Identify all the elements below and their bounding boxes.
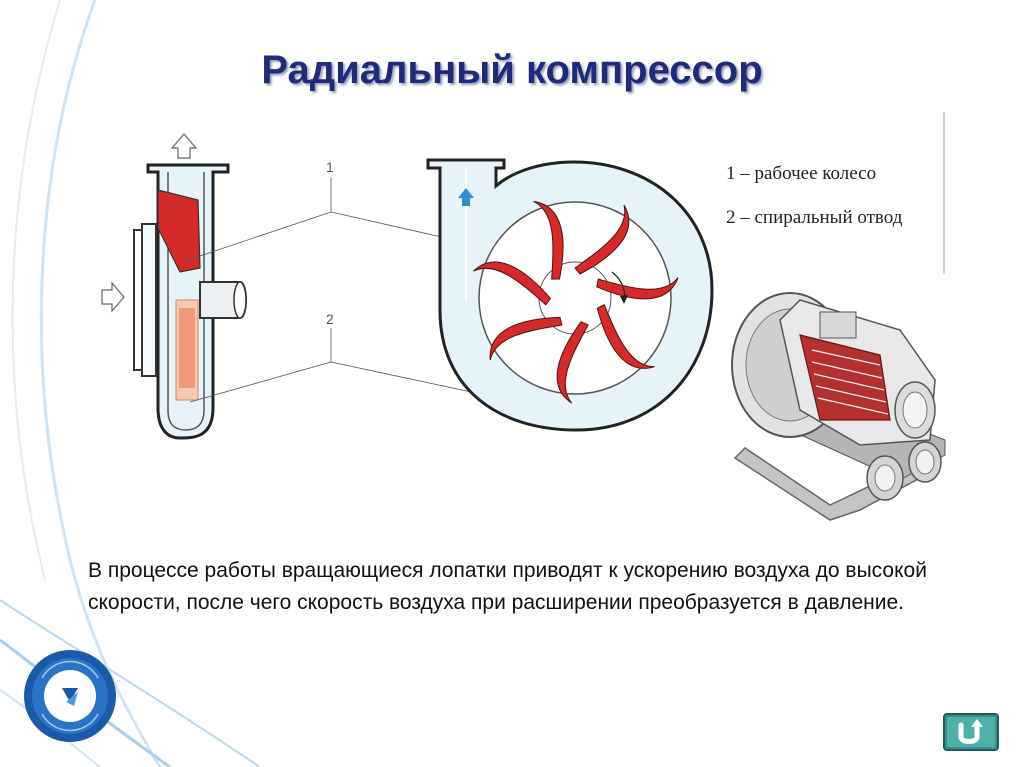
inlet-arrow-icon: [102, 283, 124, 311]
front-spiral-view: [428, 160, 712, 430]
label-1: 1: [326, 159, 334, 175]
return-button[interactable]: [943, 713, 999, 751]
legend: 1 – рабочее колесо 2 – спиральный отвод: [726, 152, 902, 240]
legend-divider: [943, 112, 945, 274]
legend-item-2: 2 – спиральный отвод: [726, 196, 902, 240]
legend-item-1: 1 – рабочее колесо: [726, 152, 902, 196]
label-2: 2: [326, 311, 334, 327]
blower-photo-illustration: [732, 293, 945, 520]
tetra-pak-logo-icon: [22, 648, 118, 744]
outlet-arrow-icon: [172, 134, 196, 158]
description-text: В процессе работы вращающиеся лопатки пр…: [88, 555, 988, 619]
